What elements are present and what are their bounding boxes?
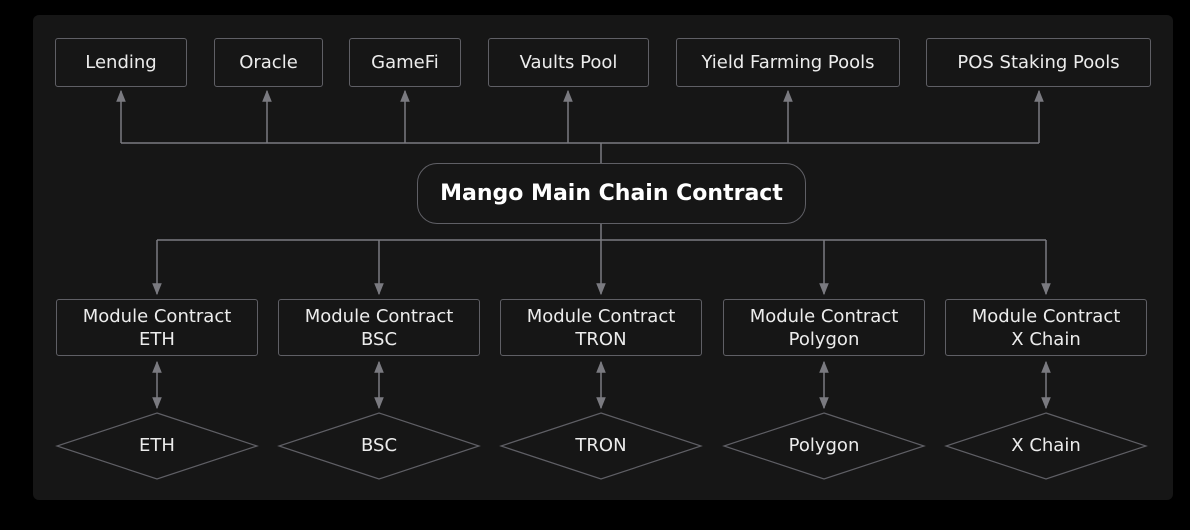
module-bsc-line2: BSC — [360, 328, 398, 350]
gamefi-label: GameFi — [371, 52, 439, 73]
gamefi-node: GameFi — [349, 38, 461, 87]
module-tron-line1: Module Contract — [526, 305, 676, 327]
pos-staking-pools-label: POS Staking Pools — [957, 52, 1120, 73]
module-contract-tron-node: Module Contract TRON — [500, 299, 702, 356]
pos-staking-pools-node: POS Staking Pools — [926, 38, 1151, 87]
lending-node: Lending — [55, 38, 187, 87]
vaults-pool-label: Vaults Pool — [519, 52, 618, 73]
chain-diamond-x-chain — [944, 412, 1148, 480]
module-x-chain-line1: Module Contract — [971, 305, 1121, 327]
chain-bsc-label: BSC — [360, 435, 398, 456]
chain-diamond-bsc — [277, 412, 481, 480]
module-contract-eth-node: Module Contract ETH — [56, 299, 258, 356]
main-chain-contract-node: Mango Main Chain Contract — [417, 163, 806, 224]
module-polygon-line1: Module Contract — [749, 305, 899, 327]
module-contract-polygon-node: Module Contract Polygon — [723, 299, 925, 356]
yield-farming-pools-node: Yield Farming Pools — [676, 38, 900, 87]
module-contract-bsc-node: Module Contract BSC — [278, 299, 480, 356]
module-contract-x-chain-node: Module Contract X Chain — [945, 299, 1147, 356]
module-polygon-line2: Polygon — [788, 328, 860, 350]
oracle-node: Oracle — [214, 38, 323, 87]
module-eth-line1: Module Contract — [82, 305, 232, 327]
chain-diamond-polygon — [722, 412, 926, 480]
module-x-chain-line2: X Chain — [1011, 328, 1081, 350]
main-chain-contract-label: Mango Main Chain Contract — [440, 181, 783, 206]
lending-label: Lending — [85, 52, 157, 73]
module-tron-line2: TRON — [575, 328, 627, 350]
chain-eth-label: ETH — [139, 435, 175, 456]
chain-tron-label: TRON — [575, 435, 627, 456]
module-eth-line2: ETH — [139, 328, 175, 350]
module-bsc-line1: Module Contract — [304, 305, 454, 327]
oracle-label: Oracle — [239, 52, 298, 73]
chain-polygon-label: Polygon — [788, 435, 860, 456]
chain-x-chain-label: X Chain — [1011, 435, 1081, 456]
vaults-pool-node: Vaults Pool — [488, 38, 649, 87]
yield-farming-pools-label: Yield Farming Pools — [701, 52, 875, 73]
chain-diamond-eth — [55, 412, 259, 480]
chain-diamond-tron — [499, 412, 703, 480]
